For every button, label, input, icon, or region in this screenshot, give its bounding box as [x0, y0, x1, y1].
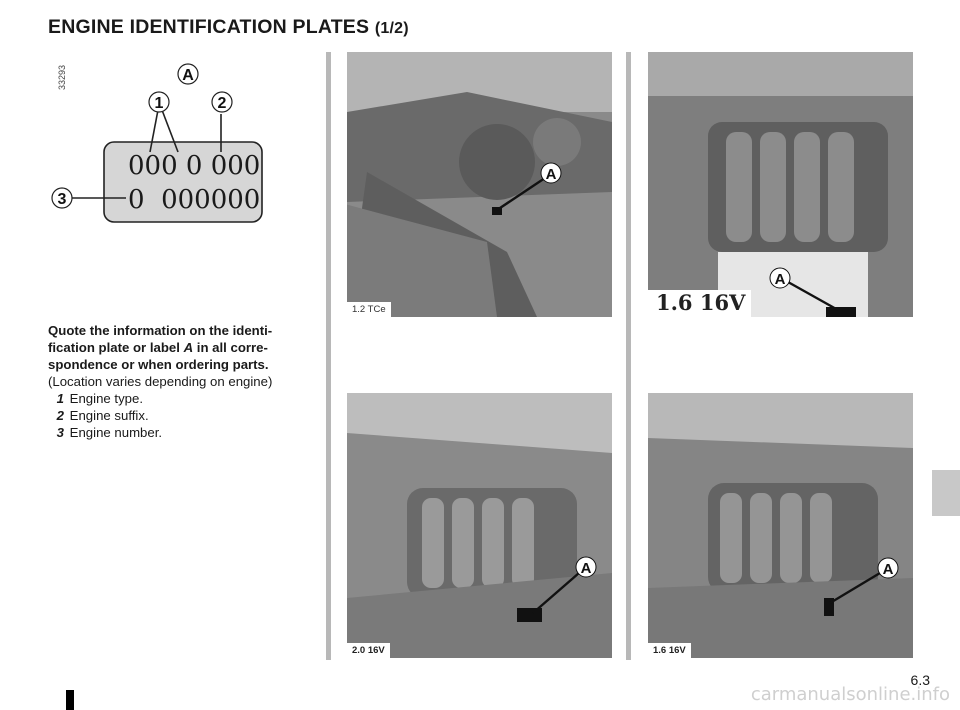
photo1-callout-a: A	[546, 166, 557, 183]
plate-shape	[103, 141, 263, 223]
page-title: ENGINE IDENTIFICATION PLATES (1/2)	[48, 16, 409, 39]
list-item: 2 Engine suffix.	[48, 407, 310, 424]
list-item-text: Engine suffix.	[69, 408, 149, 423]
callout-1: 1	[155, 95, 164, 112]
list-item-text: Engine number.	[69, 425, 163, 440]
callout-1-circle	[148, 91, 170, 113]
photo4-caption: 1.6 16V	[648, 643, 691, 658]
title-part: (1/2)	[374, 20, 409, 37]
label-marker	[517, 608, 542, 622]
instructions-text: Quote the information on the identi- fic…	[48, 322, 310, 441]
callout-a-circle	[177, 63, 199, 85]
engine-photo-1-6-16v-bottom: A 1.6 16V	[648, 393, 913, 658]
photo2-caption: 1.6 16V	[648, 290, 752, 317]
label-marker	[492, 207, 502, 215]
intro-line-2: fication plate or label A in all corre-	[48, 339, 310, 356]
callout-3: 3	[58, 191, 67, 208]
intro-line-3: spondence or when ordering parts.	[48, 357, 269, 372]
engine-photo-1-2-tce: A 1.2 TCe	[347, 52, 612, 317]
engine-photo-2-0-16v: A 2.0 16V	[347, 393, 612, 658]
title-main: ENGINE IDENTIFICATION PLATES	[48, 16, 370, 38]
footer-marker	[66, 690, 74, 710]
list-item-num: 1	[56, 391, 64, 406]
column-divider-left	[326, 52, 331, 660]
column-divider-right	[626, 52, 631, 660]
callout-3-circle	[51, 187, 73, 209]
intro-line-1: Quote the information on the identi-	[48, 323, 273, 338]
engine-photo-1-6-16v-top: A 1.6 16V	[648, 52, 913, 317]
identification-plate-diagram: 000 0 000 0 000000 A 1 2 3	[48, 58, 288, 238]
watermark: carmanualsonline.info	[750, 684, 950, 705]
list-item-num: 3	[56, 425, 64, 440]
photo3-callout-a: A	[581, 560, 592, 577]
plate-line2: 0 000000	[128, 185, 260, 215]
list-item: 3 Engine number.	[48, 424, 310, 441]
intro-line-2-label: A	[183, 340, 194, 355]
intro-line-2-b: in all corre-	[196, 340, 268, 355]
label-marker	[824, 598, 834, 616]
callout-2: 2	[218, 95, 227, 112]
intro-line-2-a: fication plate or label	[48, 340, 180, 355]
plate-line1: 000 0 000	[128, 151, 260, 181]
leader-line-1a	[149, 109, 159, 153]
callout-2-circle	[211, 91, 233, 113]
list-item: 1 Engine type.	[48, 390, 310, 407]
photo2-callout-a: A	[775, 271, 786, 288]
list-item-text: Engine type.	[69, 391, 143, 406]
leader-line-1b	[161, 109, 179, 153]
section-tab	[932, 470, 960, 516]
photo4-callout-a: A	[883, 561, 894, 578]
list-item-num: 2	[56, 408, 64, 423]
photo1-caption: 1.2 TCe	[347, 302, 391, 317]
location-note: (Location varies depending on engine)	[48, 374, 273, 389]
photo3-caption: 2.0 16V	[347, 643, 390, 658]
page-number: 6.3	[910, 672, 930, 688]
label-marker	[826, 307, 856, 317]
callout-a: A	[182, 67, 194, 84]
